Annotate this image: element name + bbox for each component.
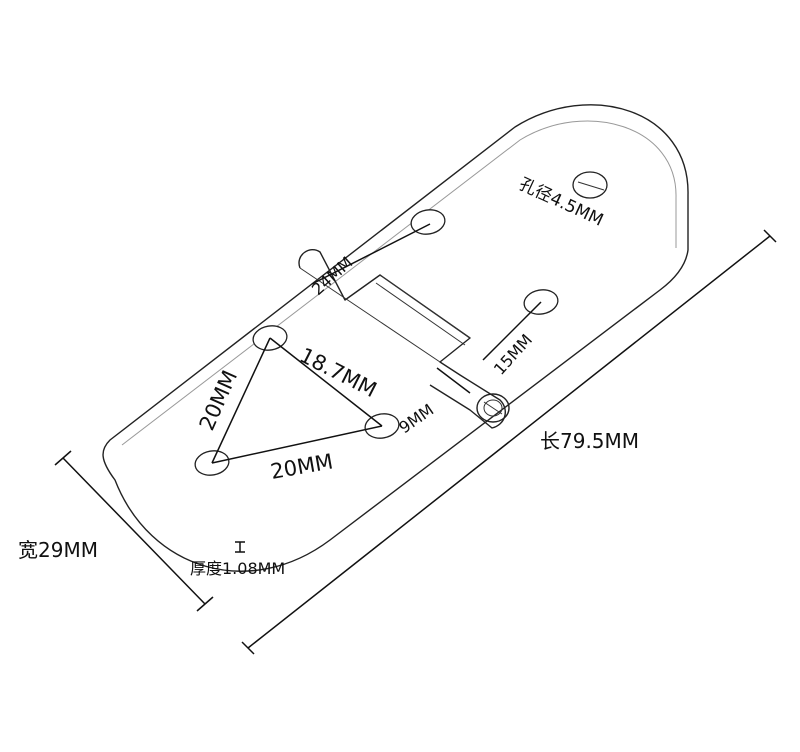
- label-dim-9: 9MM: [395, 400, 437, 437]
- label-dim-18-7: 18.7MM: [296, 343, 381, 402]
- label-thickness: 厚度1.08MM: [190, 559, 285, 578]
- label-length: 长79.5MM: [540, 429, 639, 453]
- hole-countersunk: [572, 171, 608, 199]
- label-dim-20-bottom: 20MM: [269, 449, 335, 484]
- hinge-plate: [102, 104, 689, 572]
- hole-1: [410, 209, 446, 235]
- thickness-marker: [235, 541, 245, 553]
- inner-dimension-lines: [211, 223, 542, 464]
- label-dim-20-left: 20MM: [195, 367, 243, 434]
- width-dimension: [54, 450, 214, 612]
- hinge-knuckle: [298, 249, 510, 429]
- length-dimension: [241, 229, 777, 655]
- label-dim-24: 24MM: [308, 253, 356, 299]
- label-dim-15: 15MM: [490, 330, 536, 378]
- label-width: 宽29MM: [18, 538, 98, 562]
